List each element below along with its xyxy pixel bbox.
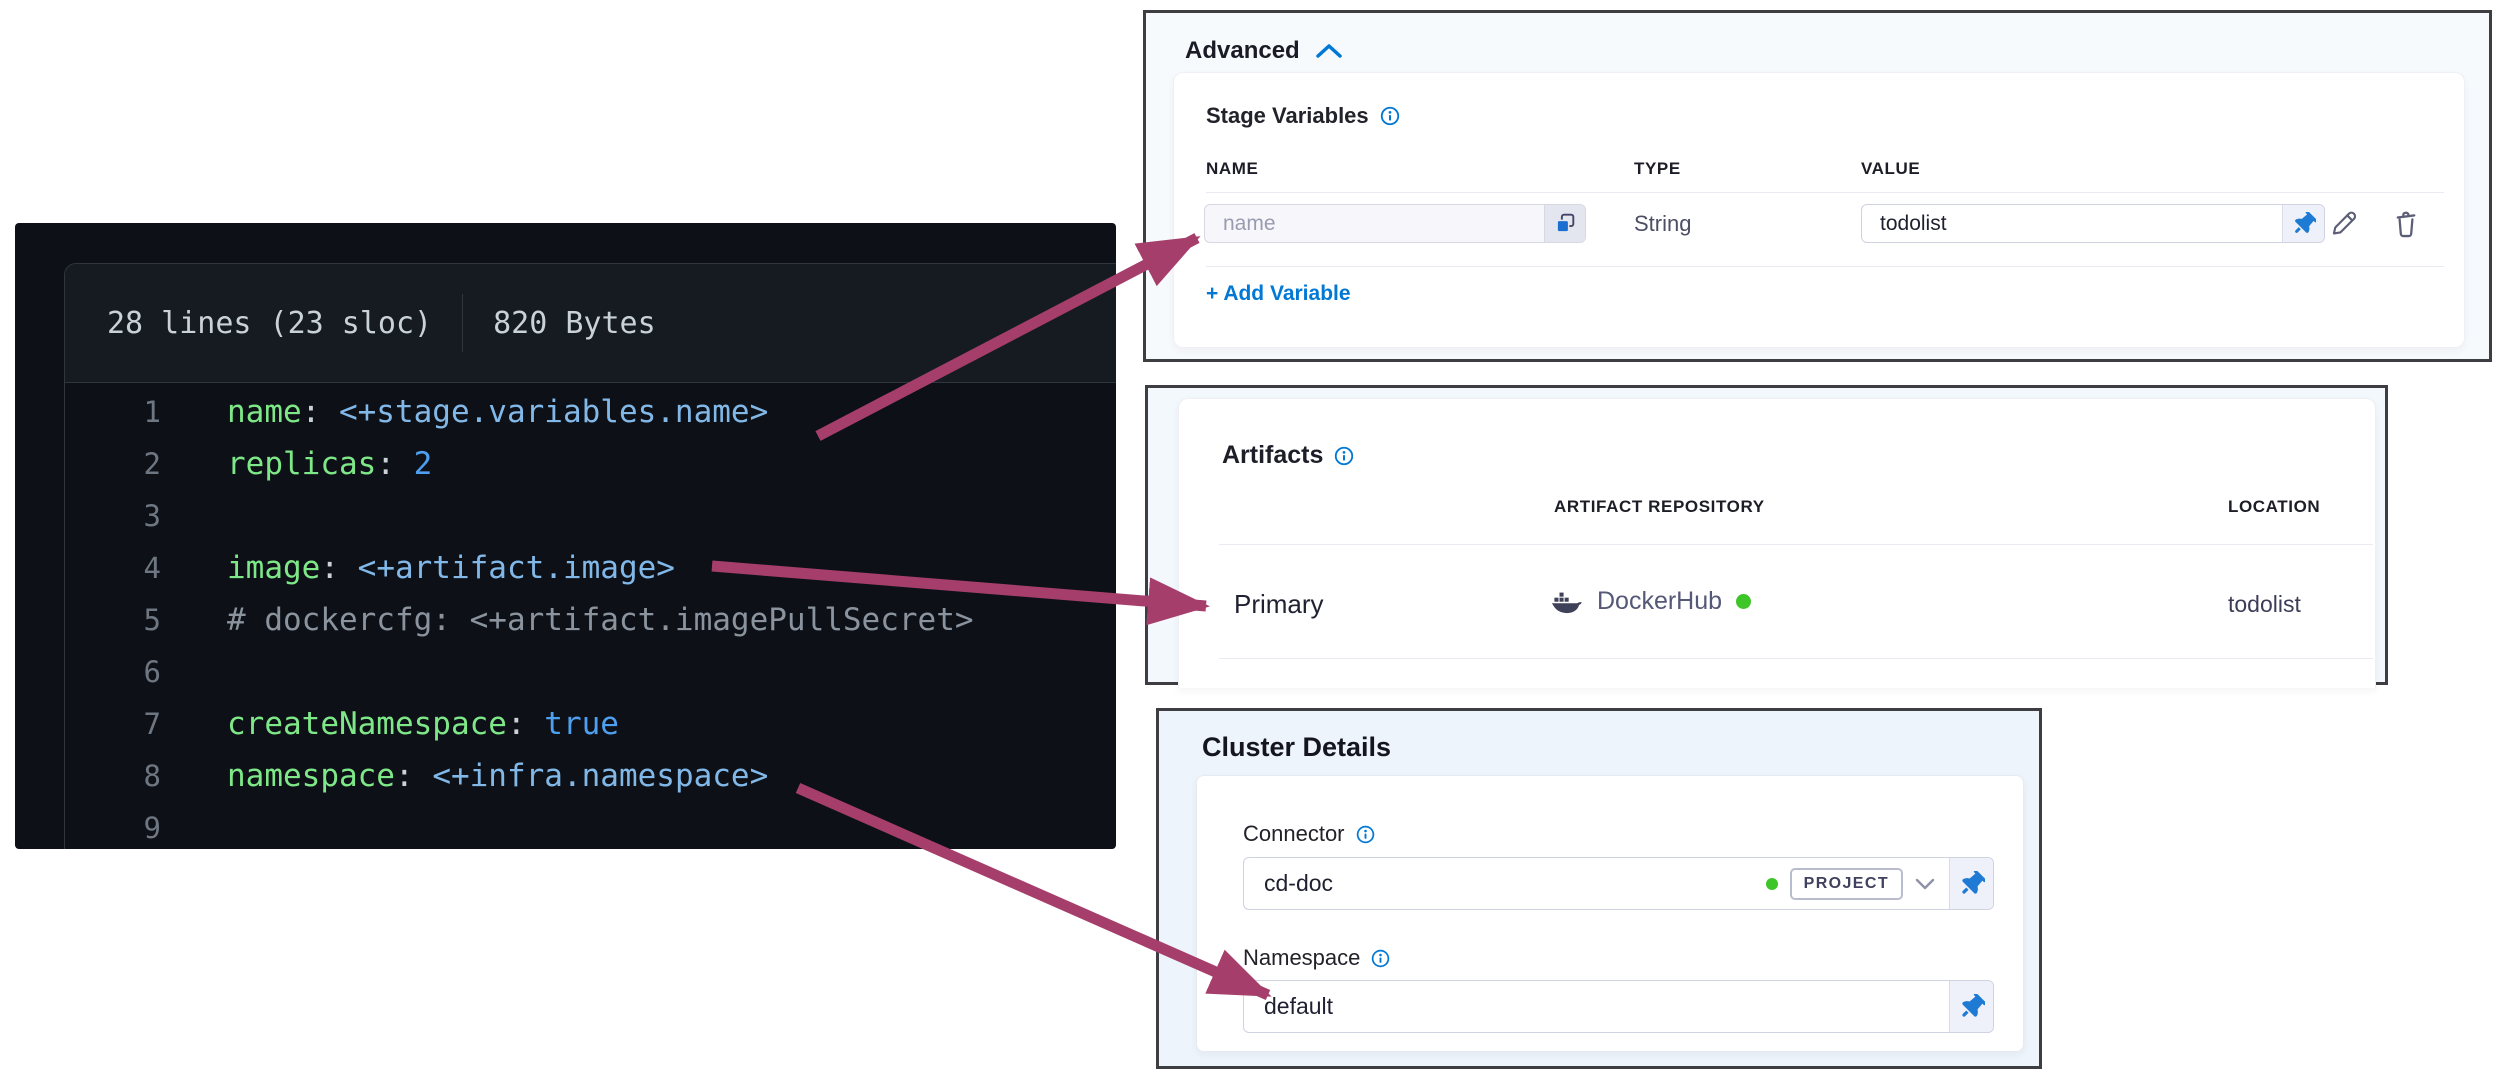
line-number: 2 <box>143 447 161 481</box>
line-number: 8 <box>143 759 161 793</box>
connector-dropdown[interactable] <box>1915 878 1935 890</box>
namespace-label: Namespace <box>1243 945 1361 970</box>
scope-badge: PROJECT <box>1789 867 1903 900</box>
info-icon[interactable] <box>1355 824 1376 845</box>
artifacts-card: Artifacts ARTIFACT REPOSITORY LOCATION P… <box>1178 398 2376 688</box>
column-header-location: LOCATION <box>2228 497 2321 516</box>
namespace-label-row: Namespace <box>1243 945 1391 971</box>
info-icon[interactable] <box>1370 948 1391 969</box>
variable-value-field[interactable] <box>1861 204 2325 243</box>
code-lines: 1 name: <+stage.variables.name> 2 replicas:… <box>65 383 1116 849</box>
code-viewer: 28 lines (23 sloc) 820 Bytes 1 name: <+st… <box>15 223 1116 849</box>
namespace-field[interactable] <box>1243 980 1994 1033</box>
pin-icon[interactable] <box>2292 211 2316 236</box>
code-line: 1 name: <+stage.variables.name> <box>65 386 1116 438</box>
artifact-repository: DockerHub <box>1549 587 1752 616</box>
cluster-details-title: Cluster Details <box>1202 732 1392 762</box>
pin-cap[interactable] <box>2282 205 2324 242</box>
connector-input[interactable] <box>1244 858 1766 909</box>
line-number: 9 <box>143 811 161 845</box>
row-divider-bottom <box>1206 266 2444 267</box>
status-dot-green <box>1765 877 1778 890</box>
cluster-details-panel: Cluster Details Connector PROJECT <box>1156 708 2042 1069</box>
variable-name-field[interactable] <box>1204 204 1586 243</box>
line-number: 1 <box>143 395 161 429</box>
code-line: 3 <box>65 490 1116 542</box>
variable-value-input[interactable] <box>1862 205 2282 242</box>
namespace-input[interactable] <box>1244 981 1949 1032</box>
line-number: 7 <box>143 707 161 741</box>
advanced-panel: Advanced Stage Variables NAME TYPE VALUE <box>1143 10 2492 362</box>
code-line: 6 <box>65 646 1116 698</box>
file-box: 28 lines (23 sloc) 820 Bytes 1 name: <+st… <box>64 263 1116 849</box>
line-content: createNamespace: true <box>227 706 619 742</box>
artifact-location: todolist <box>2228 591 2301 617</box>
code-line: 5 # dockercfg: <+artifact.imagePullSecret… <box>65 594 1116 646</box>
code-line: 2 replicas: 2 <box>65 438 1116 490</box>
column-header-name: NAME <box>1206 159 1259 178</box>
connector-label-row: Connector <box>1243 821 1376 847</box>
delete-variable-button[interactable] <box>2388 205 2424 241</box>
line-number: 6 <box>143 655 161 689</box>
column-header-type: TYPE <box>1634 159 1681 178</box>
artifacts-title: Artifacts <box>1222 441 1324 469</box>
artifact-label: Primary <box>1234 589 1324 619</box>
stage-variables-label: Stage Variables <box>1206 103 1369 128</box>
artifact-row[interactable]: Primary DockerHub todolist <box>1179 559 2375 649</box>
header-divider <box>462 294 464 352</box>
file-size-info: 820 Bytes <box>493 305 656 341</box>
info-icon[interactable] <box>1379 105 1401 127</box>
edit-variable-button[interactable] <box>2325 205 2361 241</box>
pin-icon[interactable] <box>1959 870 1985 897</box>
advanced-header[interactable]: Advanced <box>1185 37 1342 65</box>
info-icon[interactable] <box>1333 445 1355 467</box>
column-header-repository: ARTIFACT REPOSITORY <box>1554 497 1765 516</box>
pin-cap[interactable] <box>1949 981 1993 1032</box>
table-divider-top <box>1219 544 2373 545</box>
line-number: 3 <box>143 499 161 533</box>
connector-field[interactable]: PROJECT <box>1243 857 1994 910</box>
copy-icon[interactable] <box>1553 211 1578 236</box>
add-variable-button[interactable]: + Add Variable <box>1206 282 1351 305</box>
column-header-value: VALUE <box>1861 159 1921 178</box>
line-number: 5 <box>143 603 161 637</box>
chevron-down-icon[interactable] <box>1915 878 1935 890</box>
stage-variables-card: Stage Variables NAME TYPE VALUE String <box>1173 72 2465 348</box>
line-number: 4 <box>143 551 161 585</box>
line-content: namespace: <+infra.namespace> <box>227 758 769 794</box>
line-content: image: <+artifact.image> <box>227 550 675 586</box>
file-header: 28 lines (23 sloc) 820 Bytes <box>65 264 1116 383</box>
pencil-icon[interactable] <box>2327 207 2359 239</box>
variable-type-text: String <box>1634 211 1692 236</box>
pin-cap[interactable] <box>1949 858 1993 909</box>
line-content: replicas: 2 <box>227 446 433 482</box>
code-line: 8 namespace: <+infra.namespace> <box>65 750 1116 802</box>
table-divider-bottom <box>1219 658 2373 659</box>
connector-label: Connector <box>1243 821 1345 846</box>
artifact-repository-name: DockerHub <box>1597 587 1723 615</box>
docker-whale-icon <box>1551 592 1582 613</box>
artifacts-panel: Artifacts ARTIFACT REPOSITORY LOCATION P… <box>1145 385 2388 688</box>
cluster-details-card: Connector PROJECT Namespace <box>1196 775 2024 1052</box>
pin-icon[interactable] <box>1959 993 1985 1020</box>
chevron-up-icon[interactable] <box>1315 43 1342 59</box>
artifacts-heading: Artifacts <box>1222 441 1355 470</box>
stage-variables-heading: Stage Variables <box>1206 103 1401 129</box>
line-content: # dockercfg: <+artifact.imagePullSecret> <box>227 602 974 638</box>
code-line: 9 <box>65 802 1116 849</box>
trash-icon[interactable] <box>2390 207 2422 239</box>
advanced-title: Advanced <box>1185 37 1300 64</box>
status-dot-green <box>1736 594 1752 609</box>
code-line: 4 image: <+artifact.image> <box>65 542 1116 594</box>
row-divider-top <box>1206 192 2444 193</box>
file-lines-info: 28 lines (23 sloc) <box>107 305 433 341</box>
line-content: name: <+stage.variables.name> <box>227 394 769 430</box>
copy-icon-cap[interactable] <box>1544 205 1585 242</box>
code-line: 7 createNamespace: true <box>65 698 1116 750</box>
variable-name-input[interactable] <box>1205 205 1544 242</box>
